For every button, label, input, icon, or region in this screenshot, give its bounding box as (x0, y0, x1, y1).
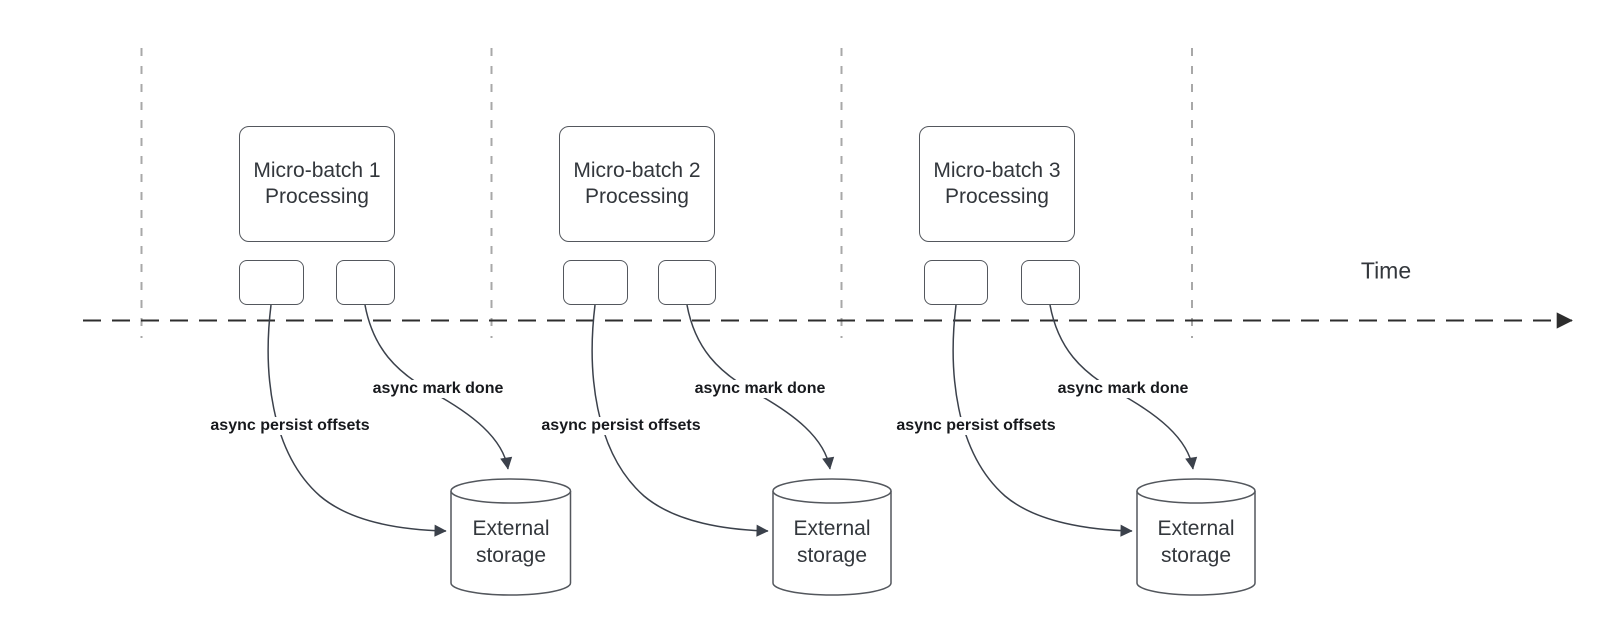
storage-cylinder-2 (772, 478, 892, 596)
task-box-3a (924, 260, 988, 305)
persist-offsets-label-3: async persist offsets (893, 417, 1059, 435)
storage-title-1: External (472, 517, 550, 540)
persist-offsets-label-2: async persist offsets (538, 417, 704, 435)
micro-batch-2-subtitle: Processing (585, 185, 689, 208)
persist-offsets-arrow-3 (952, 304, 1133, 537)
micro-batch-1-subtitle: Processing (265, 185, 369, 208)
external-storage-label-3: External storage (1136, 494, 1256, 590)
micro-batch-2-box: Micro-batch 2 Processing (559, 126, 715, 242)
storage-cylinder-1 (450, 478, 572, 596)
batch-interval-separators (140, 48, 1193, 338)
task-box-2b (658, 260, 716, 305)
micro-batch-1-box: Micro-batch 1 Processing (239, 126, 395, 242)
storage-title-2: External (793, 517, 871, 540)
task-box-1a (239, 260, 304, 305)
external-storage-label-2: External storage (772, 494, 892, 590)
task-box-2a (563, 260, 628, 305)
cylinder-top-3 (1136, 478, 1256, 504)
cylinder-body-1 (450, 491, 572, 596)
task-box-3b (1021, 260, 1080, 305)
cylinder-top-1 (450, 478, 572, 504)
storage-subtitle-1: storage (475, 544, 547, 567)
storage-cylinder-3 (1136, 478, 1256, 596)
storage-cylinders (450, 478, 1256, 596)
persist-offsets-label-1: async persist offsets (207, 417, 373, 435)
cylinder-body-2 (772, 491, 892, 596)
persist-offsets-arrow-1 (267, 304, 447, 537)
micro-batch-1-title: Micro-batch 1 (253, 159, 381, 182)
storage-subtitle-2: storage (796, 544, 868, 567)
task-box-1b (336, 260, 395, 305)
external-storage-label-1: External storage (451, 494, 571, 590)
mark-done-label-1: async mark done (369, 380, 507, 398)
mark-done-label-2: async mark done (691, 380, 829, 398)
time-axis-label: Time (1360, 257, 1412, 284)
micro-batch-3-subtitle: Processing (945, 185, 1049, 208)
micro-batch-3-title: Micro-batch 3 (933, 159, 1061, 182)
storage-subtitle-3: storage (1160, 544, 1232, 567)
storage-title-3: External (1157, 517, 1235, 540)
micro-batch-2-title: Micro-batch 2 (573, 159, 701, 182)
cylinder-top-2 (772, 478, 892, 504)
cylinder-body-3 (1136, 491, 1256, 596)
persist-offsets-arrow-2 (591, 304, 769, 537)
micro-batch-3-box: Micro-batch 3 Processing (919, 126, 1075, 242)
mark-done-label-3: async mark done (1054, 380, 1192, 398)
